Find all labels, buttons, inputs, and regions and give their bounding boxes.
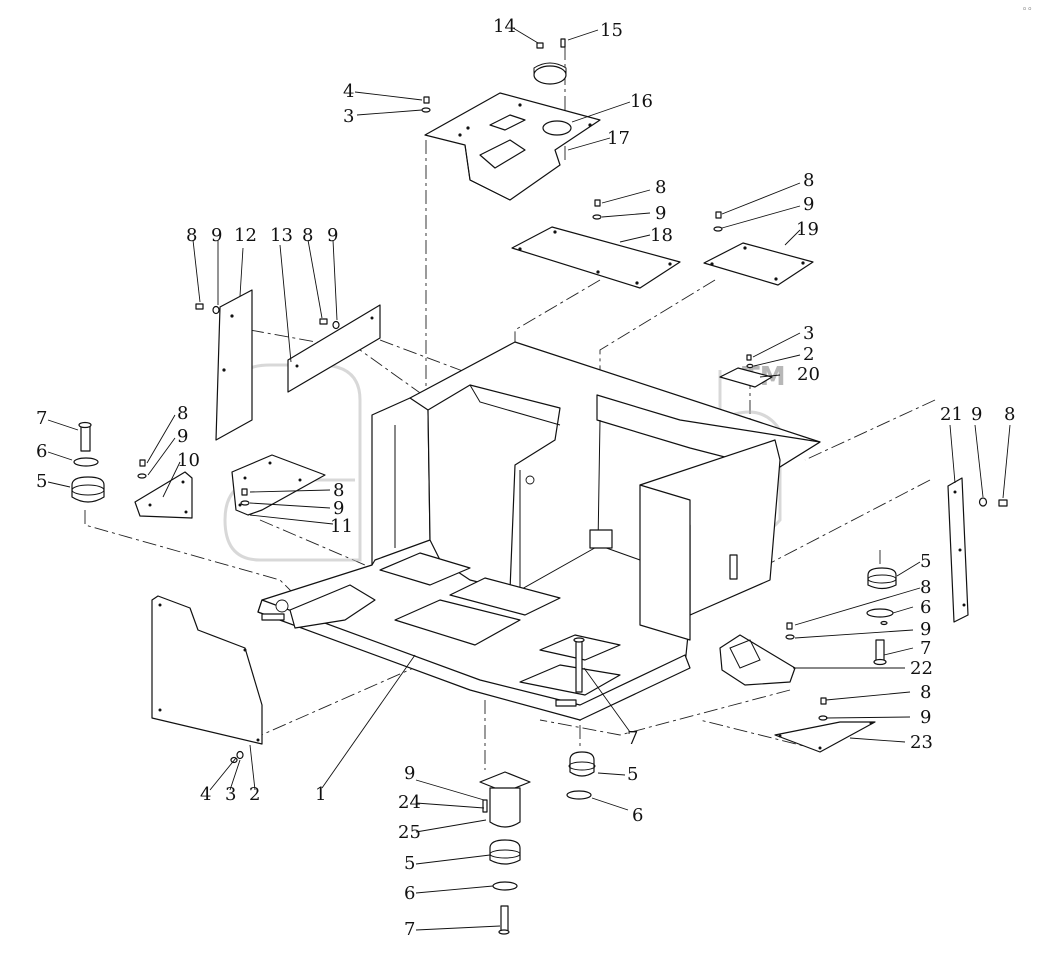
side-panel-12 xyxy=(195,289,253,441)
callout-23: 23 xyxy=(910,732,933,753)
callout-14: 14 xyxy=(493,16,516,37)
callout-8: 8 xyxy=(803,170,814,191)
callout-7: 7 xyxy=(404,919,415,940)
callout-7: 7 xyxy=(36,408,47,429)
callout-5: 5 xyxy=(920,551,931,572)
callout-9: 9 xyxy=(803,194,814,215)
callout-6: 6 xyxy=(404,883,415,904)
callout-8: 8 xyxy=(177,403,188,424)
side-panel-13 xyxy=(287,304,381,393)
callout-25: 25 xyxy=(398,822,421,843)
small-plate-20 xyxy=(719,354,773,388)
callout-6: 6 xyxy=(920,597,931,618)
callout-8: 8 xyxy=(1004,404,1015,425)
bracket-plate-11 xyxy=(231,454,326,516)
mount-stack-center xyxy=(566,637,596,800)
callout-3: 3 xyxy=(225,784,236,805)
callout-2: 2 xyxy=(803,344,814,365)
callout-9: 9 xyxy=(211,225,222,246)
callout-9: 9 xyxy=(920,707,931,728)
callout-18: 18 xyxy=(650,225,673,246)
callout-leaders xyxy=(47,27,1011,931)
callout-19: 19 xyxy=(796,219,819,240)
mount-stack-bottom xyxy=(479,771,531,935)
bolt-4-top xyxy=(421,96,431,113)
callout-7: 7 xyxy=(920,638,931,659)
callout-1: 1 xyxy=(315,784,326,805)
corner-mark: ◦◦ xyxy=(1022,5,1033,15)
callout-9: 9 xyxy=(404,763,415,784)
callout-9: 9 xyxy=(655,203,666,224)
callout-5: 5 xyxy=(627,764,638,785)
callout-10: 10 xyxy=(177,450,200,471)
mount-stack-left xyxy=(71,421,105,503)
callout-3: 3 xyxy=(803,323,814,344)
callout-2: 2 xyxy=(249,784,260,805)
cover-plate-18 xyxy=(511,199,681,289)
callout-9: 9 xyxy=(327,225,338,246)
callout-8: 8 xyxy=(655,177,666,198)
mount-stack-right xyxy=(866,567,897,666)
loose-bolts xyxy=(880,620,888,626)
callout-6: 6 xyxy=(36,441,47,462)
callout-8: 8 xyxy=(302,225,313,246)
callout-8: 8 xyxy=(333,480,344,501)
panel-2-left xyxy=(151,595,263,764)
callout-4: 4 xyxy=(200,784,211,805)
callout-9: 9 xyxy=(177,426,188,447)
callout-5: 5 xyxy=(404,853,415,874)
callout-9: 9 xyxy=(333,498,344,519)
plate-23 xyxy=(774,697,876,753)
cover-plate-19 xyxy=(703,211,814,286)
callout-labels: 14 15 16 17 4 3 8 9 18 8 9 19 8 9 12 13 … xyxy=(36,16,1015,940)
main-frame xyxy=(257,341,821,721)
callout-9: 9 xyxy=(920,619,931,640)
callout-24: 24 xyxy=(398,792,421,813)
callout-16: 16 xyxy=(630,91,653,112)
cap-part-14 xyxy=(533,38,567,85)
callout-11: 11 xyxy=(330,516,353,537)
callout-3: 3 xyxy=(343,106,354,127)
callout-7: 7 xyxy=(627,728,638,749)
callout-21: 21 xyxy=(940,404,963,425)
callout-22: 22 xyxy=(910,658,933,679)
top-cover-plate xyxy=(424,92,601,201)
callout-8: 8 xyxy=(186,225,197,246)
callout-12: 12 xyxy=(234,225,257,246)
callout-13: 13 xyxy=(270,225,293,246)
bracket-22 xyxy=(719,622,796,686)
callout-5: 5 xyxy=(36,471,47,492)
callout-8: 8 xyxy=(920,682,931,703)
callout-15: 15 xyxy=(600,20,623,41)
callout-8: 8 xyxy=(920,577,931,598)
callout-17: 17 xyxy=(607,128,630,149)
callout-20: 20 xyxy=(797,364,820,385)
callout-9: 9 xyxy=(971,404,982,425)
side-strip-21 xyxy=(947,477,1008,623)
callout-6: 6 xyxy=(632,805,643,826)
callout-4: 4 xyxy=(343,81,354,102)
